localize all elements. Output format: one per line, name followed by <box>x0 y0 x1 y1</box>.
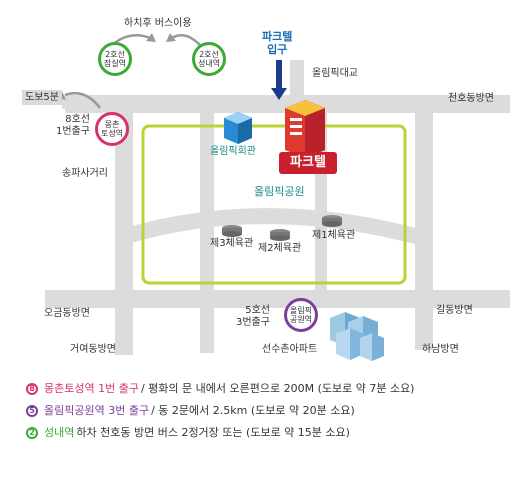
road-center <box>200 113 214 353</box>
legend-text: 하차 천호동 방면 버스 2정거장 또는 (도보로 약 15분 소요) <box>76 426 350 439</box>
parktel-sign: 파크텔 <box>279 152 337 174</box>
legend-highlight: 몽촌토성역 1번 출구 <box>44 382 139 395</box>
geoyeo-label: 거여동방면 <box>70 344 116 355</box>
songpa-label: 송파사거리 <box>62 168 108 179</box>
gym-icon <box>270 229 290 241</box>
line5-exit-label: 5호선 3번출구 <box>236 305 270 328</box>
line8-number-icon: 8 <box>26 383 38 395</box>
station-mongchon-badge: 몽촌 토성역 <box>95 112 129 146</box>
olympic-hall-label: 올림픽회관 <box>210 146 256 157</box>
gym1-label: 제1체육관 <box>312 230 356 241</box>
roads <box>45 60 510 355</box>
line5-number-icon: 5 <box>26 405 38 417</box>
gildong-label: 길동방면 <box>436 305 473 316</box>
legend-item-line2: 2 성내역 하차 천호동 방면 버스 2정거장 또는 (도보로 약 15분 소요… <box>26 426 350 440</box>
line2-number-icon: 2 <box>26 427 38 439</box>
dobo5-label: 도보5분 <box>22 90 62 105</box>
road-left-ext <box>62 95 117 109</box>
legend-highlight: 올림픽공원역 3번 출구 <box>44 404 150 417</box>
road-curve <box>127 208 433 248</box>
arrow-head-right <box>166 33 176 42</box>
olympic-hall-building-icon <box>224 112 252 144</box>
station-jamsil-badge: 2호선 잠실역 <box>98 42 132 76</box>
olympic-bridge-label: 올림픽대교 <box>312 68 358 79</box>
parktel-entrance-label: 파크텔 입구 <box>262 30 293 56</box>
gym2-label: 제2체육관 <box>258 243 302 254</box>
arrow-down-icon <box>276 60 282 90</box>
parktel-building-icon <box>285 100 325 158</box>
gym3-label: 제3체육관 <box>210 238 254 249</box>
road-bridge <box>290 60 304 100</box>
athletes-apt-label: 선수촌아파트 <box>262 344 318 355</box>
road-top <box>65 95 510 113</box>
arrow-head-left <box>146 33 156 42</box>
line8-exit-label: 8호선 1번출구 <box>56 114 90 137</box>
gym-icon <box>222 225 242 237</box>
legend-item-line5: 5 올림픽공원역 3번 출구 / 동 2문에서 2.5km (도보로 약 20분… <box>26 404 355 418</box>
road-left <box>115 95 133 355</box>
arrow-up-icon <box>171 33 201 46</box>
park-boundary <box>141 124 407 285</box>
legend-item-line8: 8 몽촌토성역 1번 출구 / 평화의 문 내에서 오른편으로 200M (도보… <box>26 382 414 396</box>
apartment-icon <box>330 312 384 361</box>
hanam-label: 하남방면 <box>422 344 459 355</box>
legend-text: / 동 2문에서 2.5km (도보로 약 20분 소요) <box>151 404 355 417</box>
road-bottom <box>45 290 510 308</box>
station-seongnae-badge: 2호선 성내역 <box>192 42 226 76</box>
legend-text: / 평화의 문 내에서 오른편으로 200M (도보로 약 7분 소요) <box>140 382 415 395</box>
cheonho-dong-label: 천호동방면 <box>448 93 494 104</box>
road-right <box>415 95 433 350</box>
ogeum-label: 오금동방면 <box>44 308 90 319</box>
arrow-walk-icon <box>64 91 101 109</box>
gym-icon <box>322 215 342 227</box>
station-olympic-park-badge: 올림픽 공원역 <box>284 298 318 332</box>
legend-highlight: 성내역 <box>44 426 75 439</box>
bus-transfer-label: 하치후 버스이용 <box>124 18 192 29</box>
arrow-down-head <box>271 88 287 100</box>
olympic-park-label: 올림픽공원 <box>254 185 305 198</box>
